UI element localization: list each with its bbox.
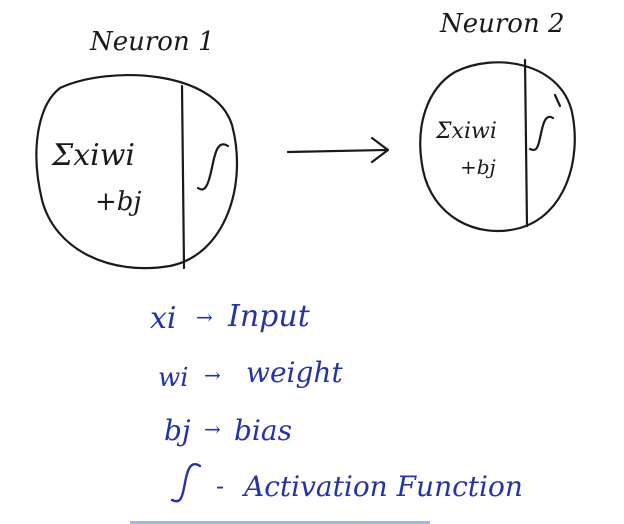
neuron-1-divider bbox=[180, 84, 186, 270]
legend-item-input: xi → Input bbox=[150, 299, 311, 336]
legend-symbol-bj: bj bbox=[164, 414, 191, 447]
neuron-1-activation-icon bbox=[196, 143, 230, 191]
neuron-1-sum: Σxiwi bbox=[51, 138, 135, 173]
legend-meaning-weight: weight bbox=[246, 356, 343, 389]
legend-arrow-input: → bbox=[196, 305, 213, 329]
legend-arrow-weight: → bbox=[204, 363, 221, 387]
neuron-2-circle bbox=[419, 61, 576, 233]
legend: xi → Input wi → weight bj → bias - Activ… bbox=[150, 299, 523, 503]
neuron-2-bias: +bj bbox=[460, 155, 496, 179]
neuron-1: Neuron 1 Σxiwi +bj bbox=[35, 27, 239, 270]
legend-meaning-input: Input bbox=[227, 299, 311, 334]
neuron-2-right-tick bbox=[553, 93, 562, 108]
legend-item-activation: - Activation Function bbox=[170, 463, 523, 503]
arrow-shaft bbox=[286, 148, 388, 154]
arrow-head bbox=[370, 136, 390, 164]
neuron-1-bias: +bj bbox=[95, 187, 142, 217]
connection-arrow bbox=[286, 136, 390, 164]
legend-item-weight: wi → weight bbox=[158, 356, 343, 393]
legend-symbol-xi: xi bbox=[150, 301, 177, 336]
neuron-2-sum: Σxiwi bbox=[435, 119, 497, 144]
neuron-2: Neuron 2 Σxiwi +bj bbox=[419, 9, 576, 233]
bottom-edge-line bbox=[130, 521, 430, 524]
legend-arrow-activation: - bbox=[216, 472, 224, 500]
neuron-1-title: Neuron 1 bbox=[89, 27, 215, 57]
legend-arrow-bias: → bbox=[204, 417, 221, 441]
legend-meaning-bias: bias bbox=[234, 414, 292, 447]
legend-symbol-wi: wi bbox=[158, 363, 189, 393]
neuron-1-circle bbox=[35, 74, 239, 270]
activation-symbol-icon bbox=[170, 463, 202, 503]
legend-meaning-activation: Activation Function bbox=[241, 470, 523, 503]
neuron-2-title: Neuron 2 bbox=[439, 9, 565, 39]
neuron-2-activation-icon bbox=[528, 115, 555, 152]
neuron-2-divider bbox=[523, 58, 529, 228]
legend-item-bias: bj → bias bbox=[164, 414, 292, 447]
